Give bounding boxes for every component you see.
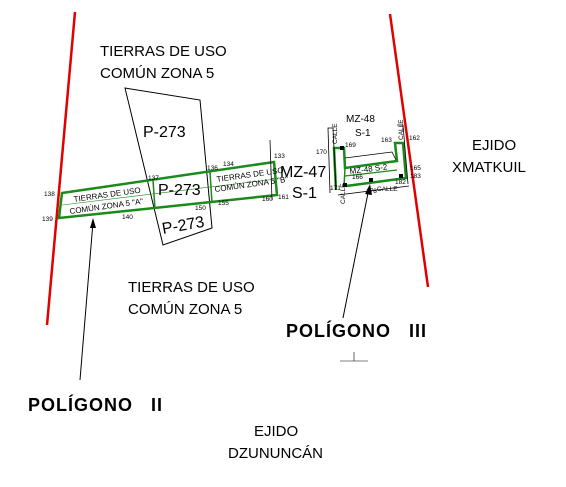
- vertex-133: 133: [274, 153, 285, 160]
- vertex-165: 165: [410, 165, 421, 172]
- ejido-boundary-right: [388, 13, 430, 288]
- vertex-marker-182: [399, 174, 403, 178]
- poligono-3-bottom: [345, 177, 407, 187]
- calle-bottom-label: CALLE: [377, 186, 398, 193]
- vertex-138: 138: [44, 191, 55, 198]
- calle-right-label: CALLE: [398, 119, 405, 140]
- ejido-xmatkuil-label-2: XMATKUIL: [452, 159, 526, 176]
- mz48-label-2: S-1: [355, 128, 371, 139]
- street-outline-left: [327, 127, 337, 194]
- ejido-xmatkuil-label: EJIDO: [472, 137, 516, 154]
- vertex-155: 155: [218, 200, 229, 207]
- ejido-dzununcan-label: EJIDO: [254, 423, 298, 440]
- street-outline-bottom: [337, 185, 410, 196]
- vertex-marker-178: [369, 178, 373, 182]
- p273-outline: [124, 87, 213, 246]
- ejido-boundary-left: [45, 11, 77, 326]
- vertex-169: 169: [345, 142, 356, 149]
- vertex-162: 162: [409, 135, 420, 142]
- vertex-160: 160: [262, 196, 273, 203]
- vertex-134: 134: [223, 161, 234, 168]
- tierras-top-label: TIERRAS DE USO: [100, 43, 227, 60]
- tierras-bottom-label-2: COMÚN ZONA 5: [128, 301, 242, 318]
- strip-divider-b: [209, 171, 213, 204]
- vertex-170: 170: [316, 149, 327, 156]
- leader-poligono-3: [342, 187, 370, 319]
- mz47-label-2: S-1: [292, 185, 317, 202]
- poligono-3-title: POLÍGONO III: [286, 320, 427, 341]
- vertex-150: 150: [195, 205, 206, 212]
- p273-label-a: P-273: [143, 124, 186, 141]
- tick-133: [269, 139, 273, 201]
- tierras-bottom-label: TIERRAS DE USO: [128, 279, 255, 296]
- poligono-3-outline: [332, 141, 408, 191]
- vertex-182: 182: [395, 179, 406, 186]
- calle-top-label: CALLE: [332, 123, 339, 144]
- vertex-137: 137: [148, 175, 159, 182]
- arrow-poligono-3: [365, 184, 372, 195]
- street-outline-right: [397, 124, 409, 185]
- mz48-label: MZ-48: [346, 114, 375, 125]
- vertex-140: 140: [122, 214, 133, 221]
- poligono-2-title: POLÍGONO II: [28, 394, 163, 415]
- vertex-161: 161: [278, 194, 289, 201]
- tierras-top-label-2: COMÚN ZONA 5: [100, 65, 214, 82]
- vertex-marker-171: [343, 183, 347, 187]
- p273-label-c: P-273: [161, 214, 206, 238]
- arrow-poligono-2: [90, 218, 96, 228]
- vertex-136: 136: [207, 165, 218, 172]
- vertex-139: 139: [42, 216, 53, 223]
- vertex-183: 183: [410, 173, 421, 180]
- vertex-166: 166: [352, 174, 363, 181]
- p273-label-b: P-273: [158, 182, 201, 199]
- leader-poligono-2: [79, 221, 94, 381]
- vertex-163: 163: [381, 137, 392, 144]
- vertex-171: 171: [330, 185, 341, 192]
- mz47-label: MZ-47: [280, 164, 326, 181]
- poligono-2-strip: [57, 160, 279, 220]
- calle-left-label: CALLE: [340, 183, 347, 204]
- vertex-marker-169: [340, 146, 344, 150]
- vertex-178: 178: [366, 188, 377, 195]
- street-outline-top: [344, 151, 397, 161]
- ejido-dzununcan-label-2: DZUNUNCÁN: [228, 445, 323, 462]
- strip-divider-a: [152, 179, 156, 210]
- poligono-3-inner-s2: [344, 169, 398, 177]
- strip-centerline: [61, 178, 277, 206]
